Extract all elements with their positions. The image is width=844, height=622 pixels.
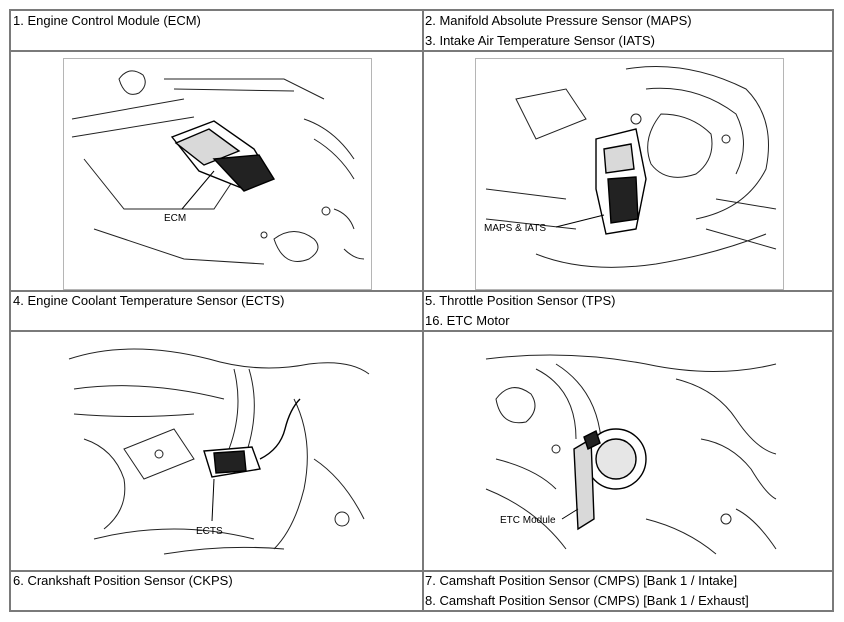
maps-iats-illustration: MAPS & IATS — [475, 58, 784, 290]
maps-iats-callout: MAPS & IATS — [484, 223, 546, 234]
ecm-illustration: ECM — [63, 58, 372, 290]
ects-callout: ECTS — [196, 526, 223, 537]
component-location-table: 1. Engine Control Module (ECM) 2. Manifo… — [9, 9, 834, 612]
caption-etc-motor: 16. ETC Motor — [425, 313, 510, 328]
row-divider — [11, 330, 832, 332]
caption-ckps: 6. Crankshaft Position Sensor (CKPS) — [13, 573, 233, 588]
row-divider — [11, 290, 832, 292]
column-divider — [422, 11, 424, 610]
ecm-callout: ECM — [164, 213, 186, 224]
caption-maps: 2. Manifold Absolute Pressure Sensor (MA… — [425, 13, 692, 28]
row-divider — [11, 50, 832, 52]
etc-module-callout: ETC Module — [500, 515, 556, 526]
ects-illustration: ECTS — [63, 338, 372, 570]
etc-module-illustration: ETC Module — [475, 338, 784, 570]
caption-iats: 3. Intake Air Temperature Sensor (IATS) — [425, 33, 656, 48]
caption-ecm: 1. Engine Control Module (ECM) — [13, 13, 201, 28]
row-divider — [11, 570, 832, 572]
caption-cmps-intake: 7. Camshaft Position Sensor (CMPS) [Bank… — [425, 573, 738, 588]
caption-ects: 4. Engine Coolant Temperature Sensor (EC… — [13, 293, 285, 308]
caption-cmps-exhaust: 8. Camshaft Position Sensor (CMPS) [Bank… — [425, 593, 749, 608]
caption-tps: 5. Throttle Position Sensor (TPS) — [425, 293, 616, 308]
